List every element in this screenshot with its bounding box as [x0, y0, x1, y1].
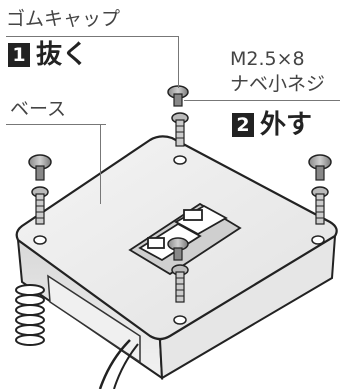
- label-base: ベース: [10, 98, 67, 120]
- leader-base-h: [6, 124, 106, 125]
- step-2-text: 外す: [260, 110, 313, 140]
- screw-right: [308, 154, 332, 225]
- label-rubber-cap: ゴムキャップ: [6, 8, 121, 30]
- leader-rubber-cap-h: [6, 36, 178, 37]
- screw-left: [28, 154, 52, 225]
- screw-holes: [33, 155, 325, 325]
- label-screw-size: M2.5×8: [230, 48, 305, 70]
- step-2-number: 2: [232, 113, 254, 137]
- base-side-panel: [47, 274, 141, 364]
- step-2: 2 外す: [232, 112, 312, 138]
- step-1-number: 1: [8, 43, 30, 67]
- label-screw-type: ナベ小ネジ: [230, 73, 326, 95]
- cord: [98, 339, 131, 389]
- leader-screw-h: [184, 100, 340, 101]
- screw-bottom-center: [167, 237, 189, 303]
- coil-spring: [15, 284, 45, 346]
- step-1-text: 抜く: [36, 40, 89, 70]
- leader-rubber-cap-v: [178, 36, 179, 88]
- leader-base-d: [100, 124, 101, 204]
- step-1: 1 抜く: [8, 42, 88, 68]
